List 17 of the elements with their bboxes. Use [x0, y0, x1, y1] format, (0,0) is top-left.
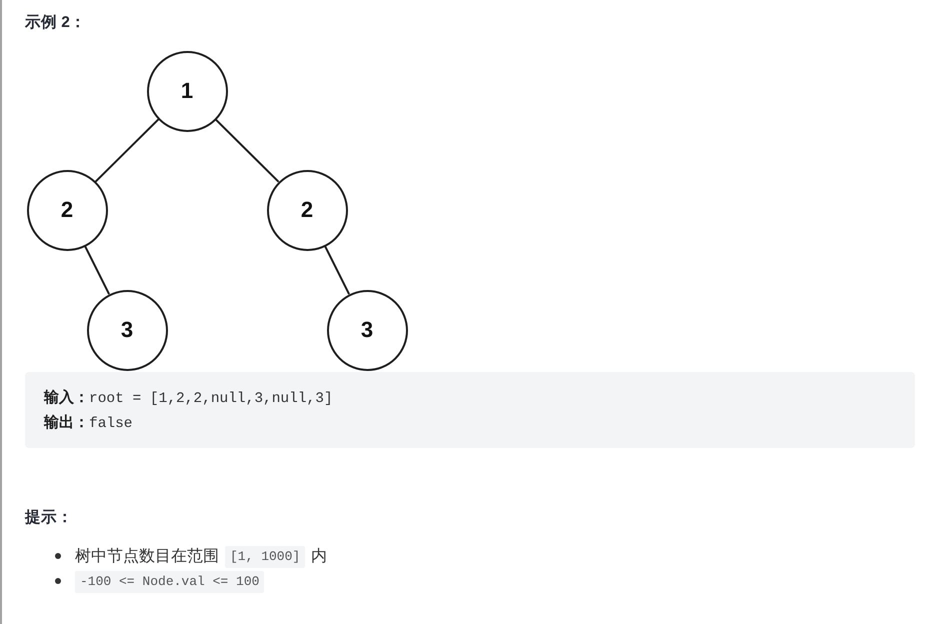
code-line: 输入：root = [1,2,2,null,3,null,3] — [44, 388, 333, 408]
edge-line — [84, 245, 110, 295]
list-text: 内 — [311, 547, 328, 567]
inline-code: [1, 1000] — [225, 546, 306, 568]
section-heading: 提示： — [25, 508, 73, 528]
tree-node: 3 — [86, 290, 168, 370]
edge-line — [214, 118, 280, 183]
code-line: 输出：false — [44, 412, 133, 434]
edge-line — [324, 245, 350, 295]
section-heading: 示例 2： — [25, 13, 86, 33]
tree-node: 2 — [26, 170, 108, 250]
tree-node: 2 — [266, 170, 348, 250]
edge-line — [94, 118, 160, 183]
tree-node: 3 — [326, 290, 408, 370]
inline-code: -100 <= Node.val <= 100 — [75, 571, 264, 593]
tree-node: 1 — [146, 50, 228, 132]
list-text: 树中节点数目在范围 — [75, 547, 219, 567]
